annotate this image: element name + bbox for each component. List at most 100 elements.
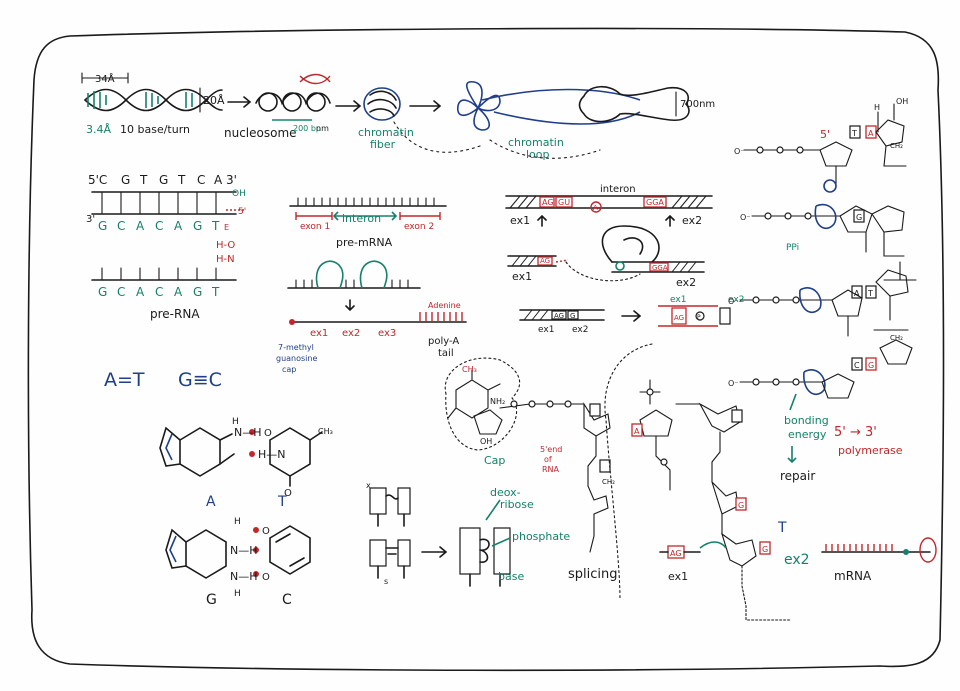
bottom-strand-base-3: C [155,219,163,233]
at-o-label: O [264,428,272,439]
at-right-label: T [277,494,287,510]
hbond-label-ho: H-O [216,240,235,251]
splicing-step-1 [505,195,713,227]
phosphate-label: phosphate [512,530,570,543]
top-strand-base-5: C [197,173,205,187]
mrna-strand [821,537,937,563]
gc-h-label: H [234,517,241,527]
splice-gg: GGA [646,198,664,207]
block-s-label: s [384,577,388,586]
chem-g-box-1: G [738,501,744,510]
bottom-strand-base-0: G [98,219,107,233]
right-g-mid: G [856,213,862,222]
polymerase-label: polymerase [838,444,903,457]
at-rule: A=T [104,369,145,391]
cap-dot [289,319,295,325]
strand-pair-diagram [91,191,244,281]
gc-n2-label: N—H [230,570,258,583]
chromatin-fiber-label-1: chromatin [358,126,414,139]
adenine-label: Adenine [428,301,461,310]
at-o2-label: O [284,488,292,499]
board-frame [27,27,945,672]
dashed-connector [489,139,601,159]
right-h: H [874,103,880,112]
end-label-5prime: 5' [238,207,246,217]
gc-left-label: G [206,592,217,608]
right-five-prime: 5' [820,128,830,141]
pre-mrna-exon1: exon 1 [300,222,330,232]
pre-mrna-label: pre-mRNA [336,236,393,249]
end-label-oh: OH [232,189,246,199]
bottom-strand-base-4: A [174,219,183,233]
base-per-turn-label: 10 base/turn [120,123,190,136]
cap-note-3: cap [282,365,296,374]
arrow-to-loop [409,100,442,112]
chem-ag: AG [670,549,682,558]
pre-mrna-interon: interon [342,212,381,225]
bonding-label-2: energy [788,428,827,441]
gc-h2-label: H [234,589,241,599]
rna-base-5: G [193,285,202,299]
five-end-label-1: 5'end [540,445,562,454]
top-strand-base-0: 5'C [88,173,107,187]
rna-base-4: A [174,285,183,299]
at-ch3-label: CH₃ [318,427,333,436]
cap-ch2: CH₂ [602,478,615,486]
at-n-label-2: H—N [258,448,286,461]
splice3-ag-red: AG [674,314,684,322]
base-label: base [498,570,524,583]
right-o-minus-3: O⁻ [728,297,739,306]
linker-unit-label: nm [316,124,329,133]
at-n-label-1: N—H [234,426,262,439]
arrow-to-fiber [335,100,362,112]
splice3-ag: AG [554,312,564,320]
splice3-p: P [697,314,701,321]
right-ppi: PPi [786,243,799,253]
splice-a: A [593,204,598,212]
splice2-ex1: ex1 [512,270,532,283]
pre-rna-label: pre-RNA [150,307,200,321]
splice2-ag: AG [540,257,550,265]
arrow-helix-to-nucleosome [227,96,252,108]
chem-ex2: ex2 [784,552,810,568]
bonding-label-1: bonding [784,414,829,427]
splice-gu: GU [558,198,570,207]
deoxy-label-1: deox- [490,486,521,499]
right-c-low: C [854,361,860,370]
block-x-label: x [366,481,371,490]
splicing-chemistry [604,343,791,621]
mrna-ex-label-2: ex2 [342,328,360,339]
splice2-gg: GGA [652,264,668,272]
rna-base-6: T [211,285,220,299]
splice3-ex2: ex2 [572,325,588,335]
at-h-label: H [232,417,239,427]
five-end-label-3: RNA [542,465,560,474]
cap-nh2: NH₂ [490,397,505,406]
gc-o2-label: O [262,572,270,583]
cap-note-1: 7-methyl [278,343,314,352]
top-strand-base-1: G [121,173,130,187]
chromatin-fiber-diagram [363,87,481,153]
mrna-label: mRNA [834,569,872,583]
top-strand-base-4: T [177,173,186,187]
polymerase-direction: 5' → 3' [834,425,877,440]
gc-rule: G≡C [178,369,222,391]
nucleosome-diagram [255,73,331,121]
bonding-arrow [787,446,797,464]
end-label-3prime: 3' [86,214,95,225]
cap-chemistry [444,357,611,553]
right-o-minus-1: O⁻ [734,147,745,156]
chem-ex1: ex1 [668,570,688,583]
hbond-label-hn: H-N [216,254,235,265]
helix-width-label: 20Å [203,94,225,107]
chromatin-loop-label-1: chromatin [508,136,564,149]
top-strand-base-6: A [214,173,223,187]
bottom-strand-base-1: C [117,219,125,233]
gc-n-label: N—H [230,544,258,557]
right-ch2-low: CH₂ [890,334,903,342]
right-o-minus-4: O⁻ [728,379,739,388]
at-left-label: A [206,494,216,510]
repair-label: repair [780,469,815,483]
pre-mrna-diagram [289,197,447,221]
